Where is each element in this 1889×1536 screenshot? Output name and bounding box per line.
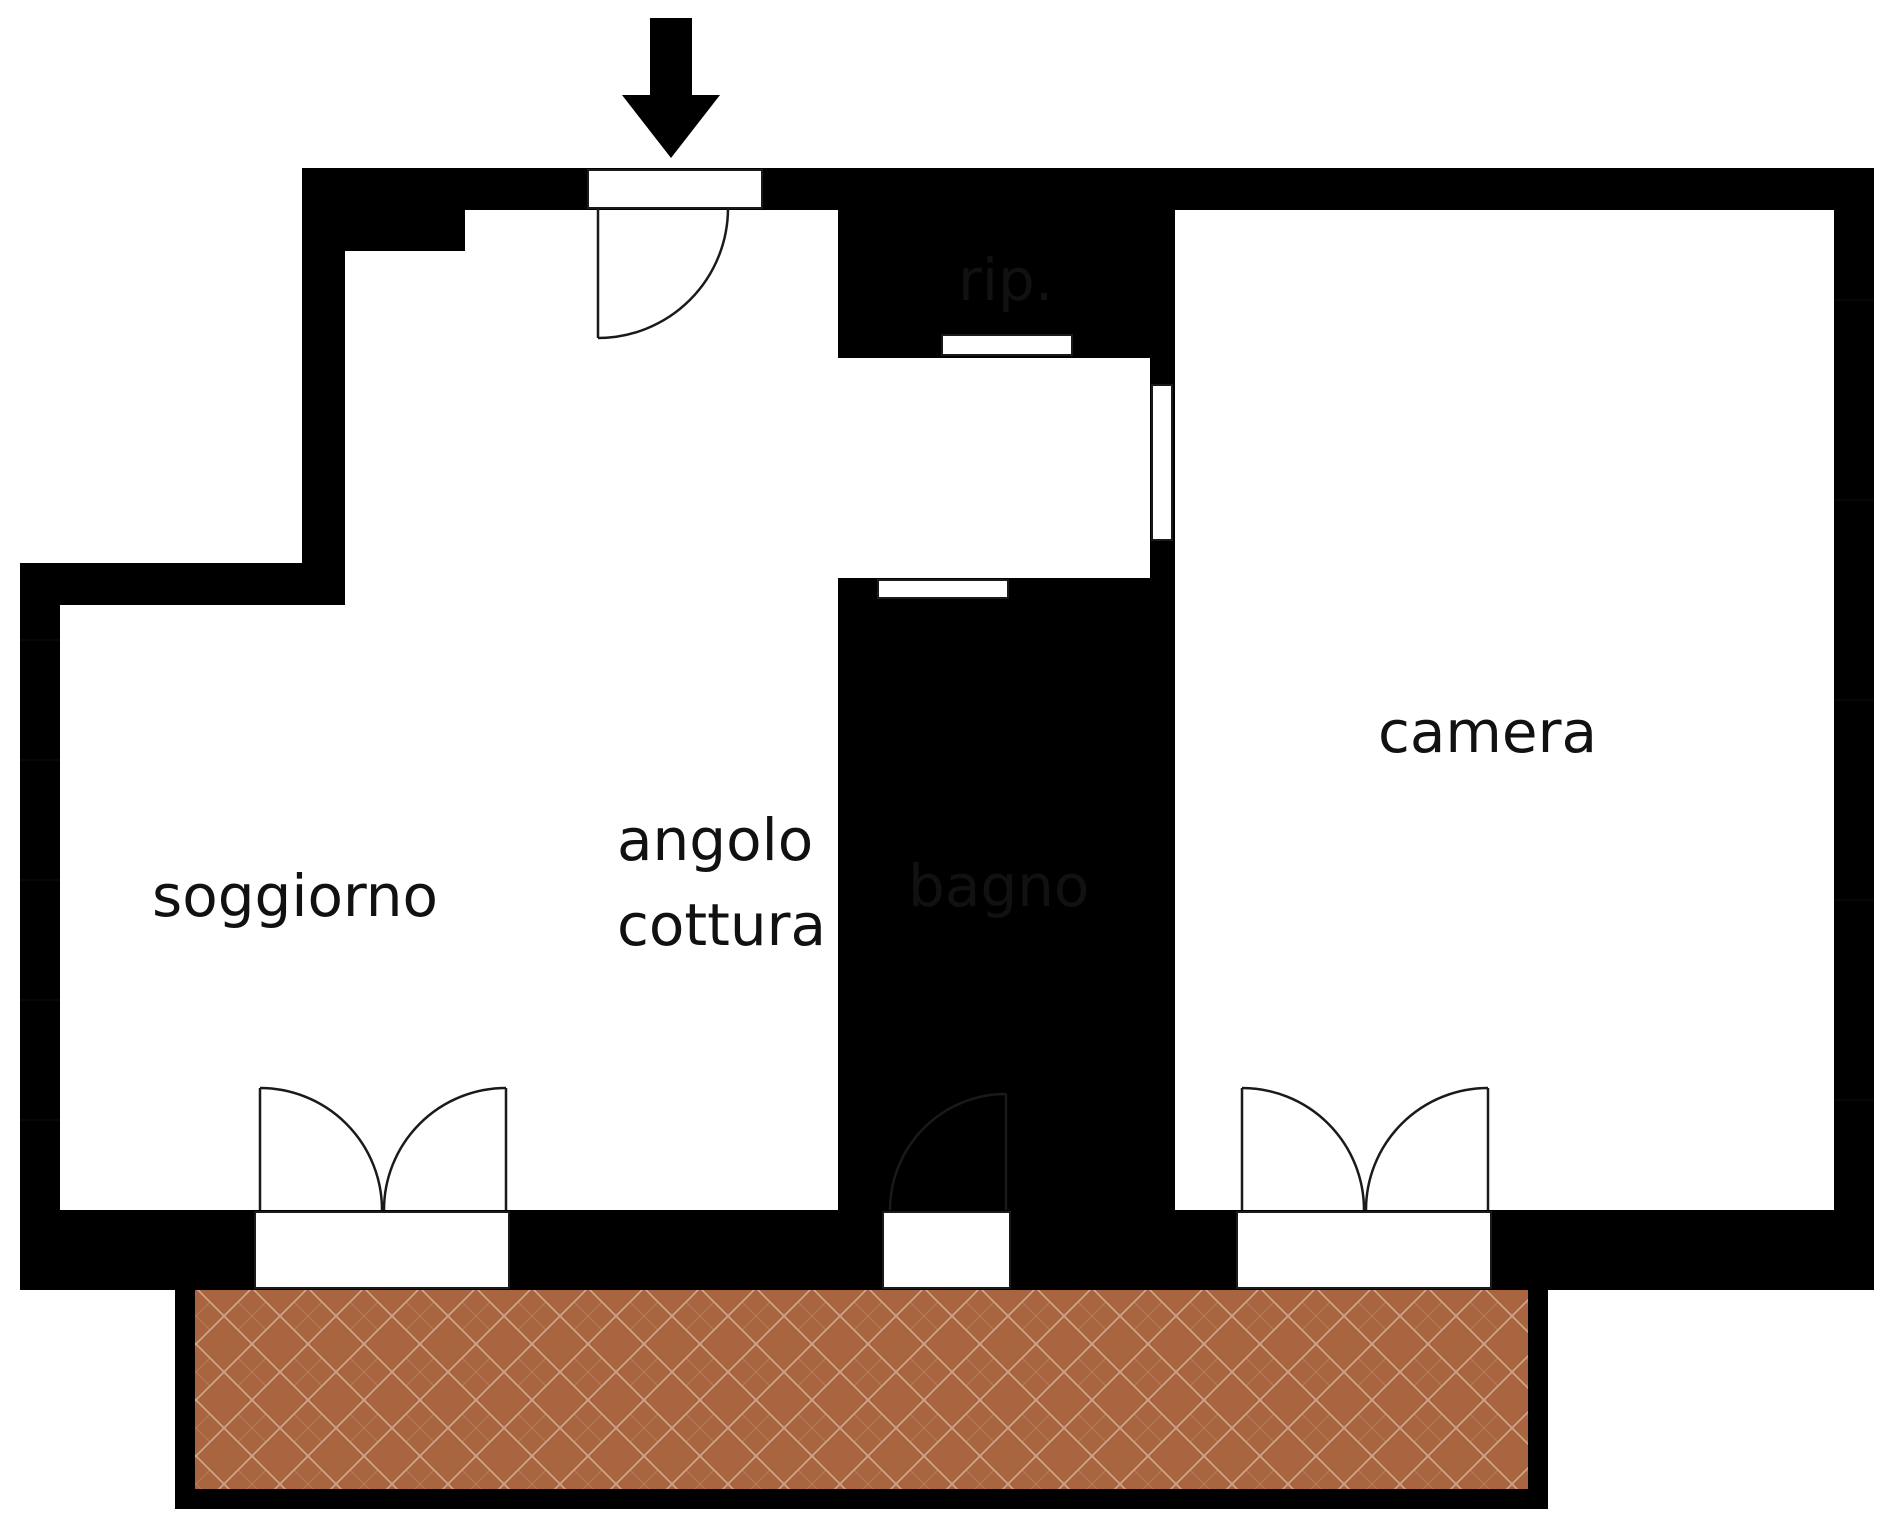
room-label-kitchen-line2: cottura — [617, 891, 826, 959]
down-arrow-icon — [622, 18, 720, 158]
terrace — [175, 1282, 1548, 1509]
room-label-storage: rip. — [958, 246, 1053, 314]
room-label-living: soggiorno — [152, 862, 438, 930]
bedroom-side-opening — [1151, 384, 1173, 541]
hall-floor — [838, 210, 1150, 578]
bathroom-window-opening — [882, 1211, 1011, 1289]
entrance-opening — [587, 169, 763, 209]
bathroom-door-opening — [877, 579, 1009, 599]
entrance-arrow — [622, 18, 720, 158]
terrace-floor — [195, 1282, 1528, 1489]
storage-door-opening — [941, 334, 1073, 356]
room-label-bath: bagno — [908, 852, 1089, 920]
storage-walls — [838, 210, 1175, 358]
bathroom-door — [888, 1092, 1008, 1211]
wall-seams — [20, 299, 1874, 1121]
entrance-door — [596, 207, 730, 340]
bedroom-window-opening — [1236, 1211, 1492, 1289]
room-label-bedroom: camera — [1378, 698, 1597, 766]
exterior-walls — [20, 168, 1874, 1290]
bedroom-double-door — [1240, 1086, 1490, 1211]
living-double-door — [258, 1086, 508, 1211]
living-window-opening — [254, 1211, 510, 1289]
room-label-kitchen-line1: angolo — [617, 806, 813, 874]
